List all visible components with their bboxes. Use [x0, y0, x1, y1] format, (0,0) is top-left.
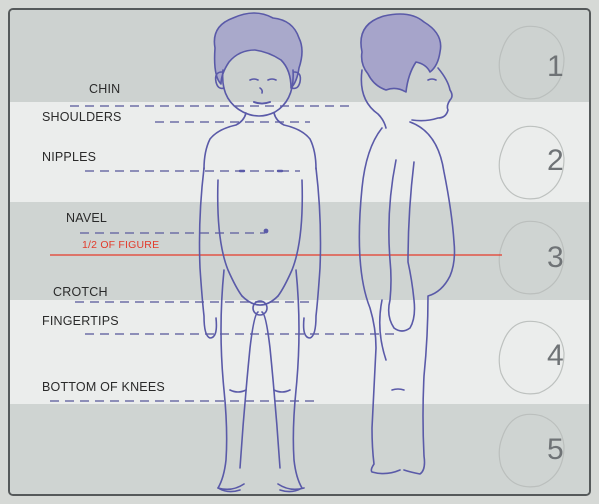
label-crotch: CROTCH	[53, 285, 108, 299]
head-unit-3: 3	[547, 241, 564, 275]
proportion-panel: CHIN SHOULDERS NIPPLES NAVEL 1/2 OF FIGU…	[8, 8, 591, 496]
label-navel: NAVEL	[66, 211, 107, 225]
label-shoulders: SHOULDERS	[42, 110, 122, 124]
head-unit-4: 4	[547, 339, 564, 373]
label-fingertips: FINGERTIPS	[42, 314, 119, 328]
guide-lines	[50, 106, 400, 401]
label-nipples: NIPPLES	[42, 150, 96, 164]
label-half-figure: 1/2 OF FIGURE	[82, 239, 159, 251]
front-child	[200, 13, 321, 492]
head-unit-1: 1	[547, 50, 564, 84]
label-chin: CHIN	[89, 82, 120, 96]
head-unit-5: 5	[547, 433, 564, 467]
side-child	[359, 14, 454, 474]
head-unit-2: 2	[547, 144, 564, 178]
label-bottom-of-knees: BOTTOM OF KNEES	[42, 380, 165, 394]
